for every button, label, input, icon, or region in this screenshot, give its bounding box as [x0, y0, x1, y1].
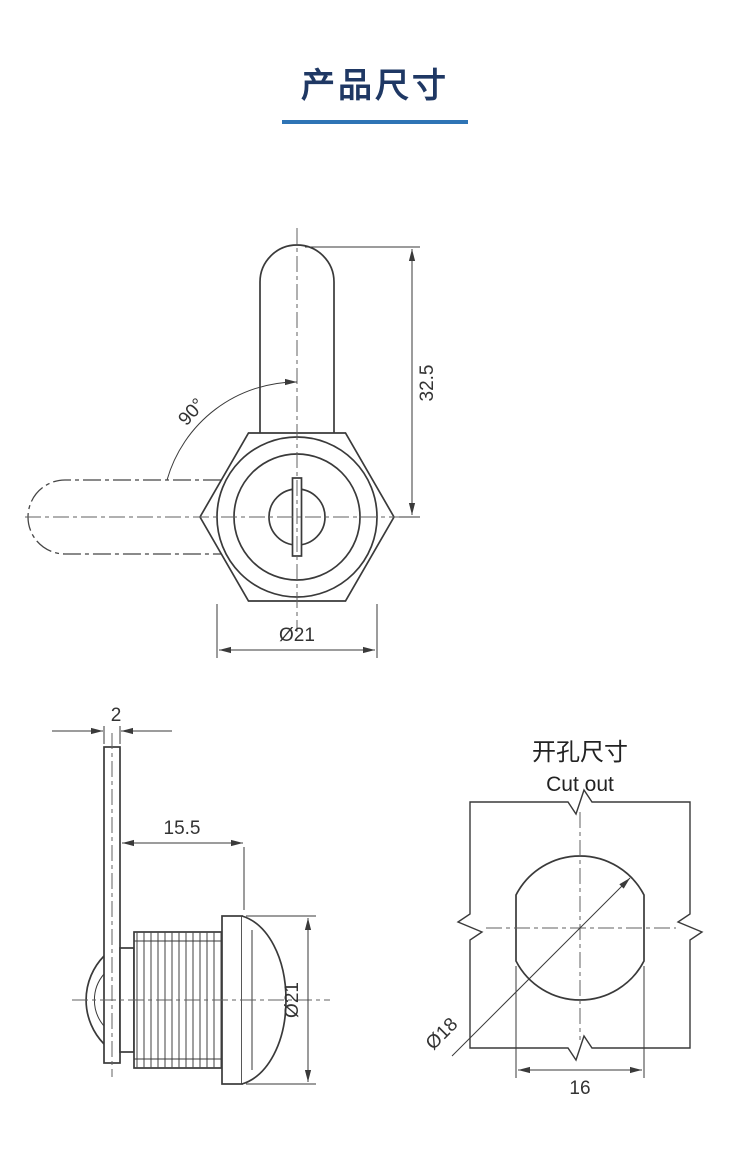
page-header: 产品尺寸: [0, 58, 750, 124]
head-diameter-label: Ø21: [282, 982, 303, 1018]
title-underline: [282, 120, 468, 124]
rotation-arc: [166, 378, 298, 481]
panel-outline: [456, 788, 704, 1062]
page-title: 产品尺寸: [301, 67, 449, 105]
cutout-title-en: Cut out: [546, 773, 614, 796]
flat-width-label: 16: [569, 1078, 590, 1099]
angle-dimension-label: 90°: [174, 395, 209, 430]
side-view: 2 15.5 Ø21: [52, 705, 330, 1085]
cutout-hole: [515, 855, 645, 1001]
front-diameter-label: Ø21: [279, 625, 315, 646]
dim-line-dia18: [451, 877, 631, 1057]
height-dimension-label: 32.5: [417, 365, 438, 402]
front-view: 90° 32.5 Ø21: [25, 228, 438, 658]
cam-thickness-label: 2: [111, 705, 122, 726]
thread-root-lines: [134, 940, 222, 1060]
cutout-title-cn: 开孔尺寸: [532, 739, 628, 766]
hole-diameter-label: Ø18: [422, 1014, 462, 1054]
cutout-view: 开孔尺寸 Cut out Ø18 16: [422, 739, 704, 1099]
cam-handle-vertical: [259, 244, 335, 433]
body-length-label: 15.5: [164, 818, 201, 839]
